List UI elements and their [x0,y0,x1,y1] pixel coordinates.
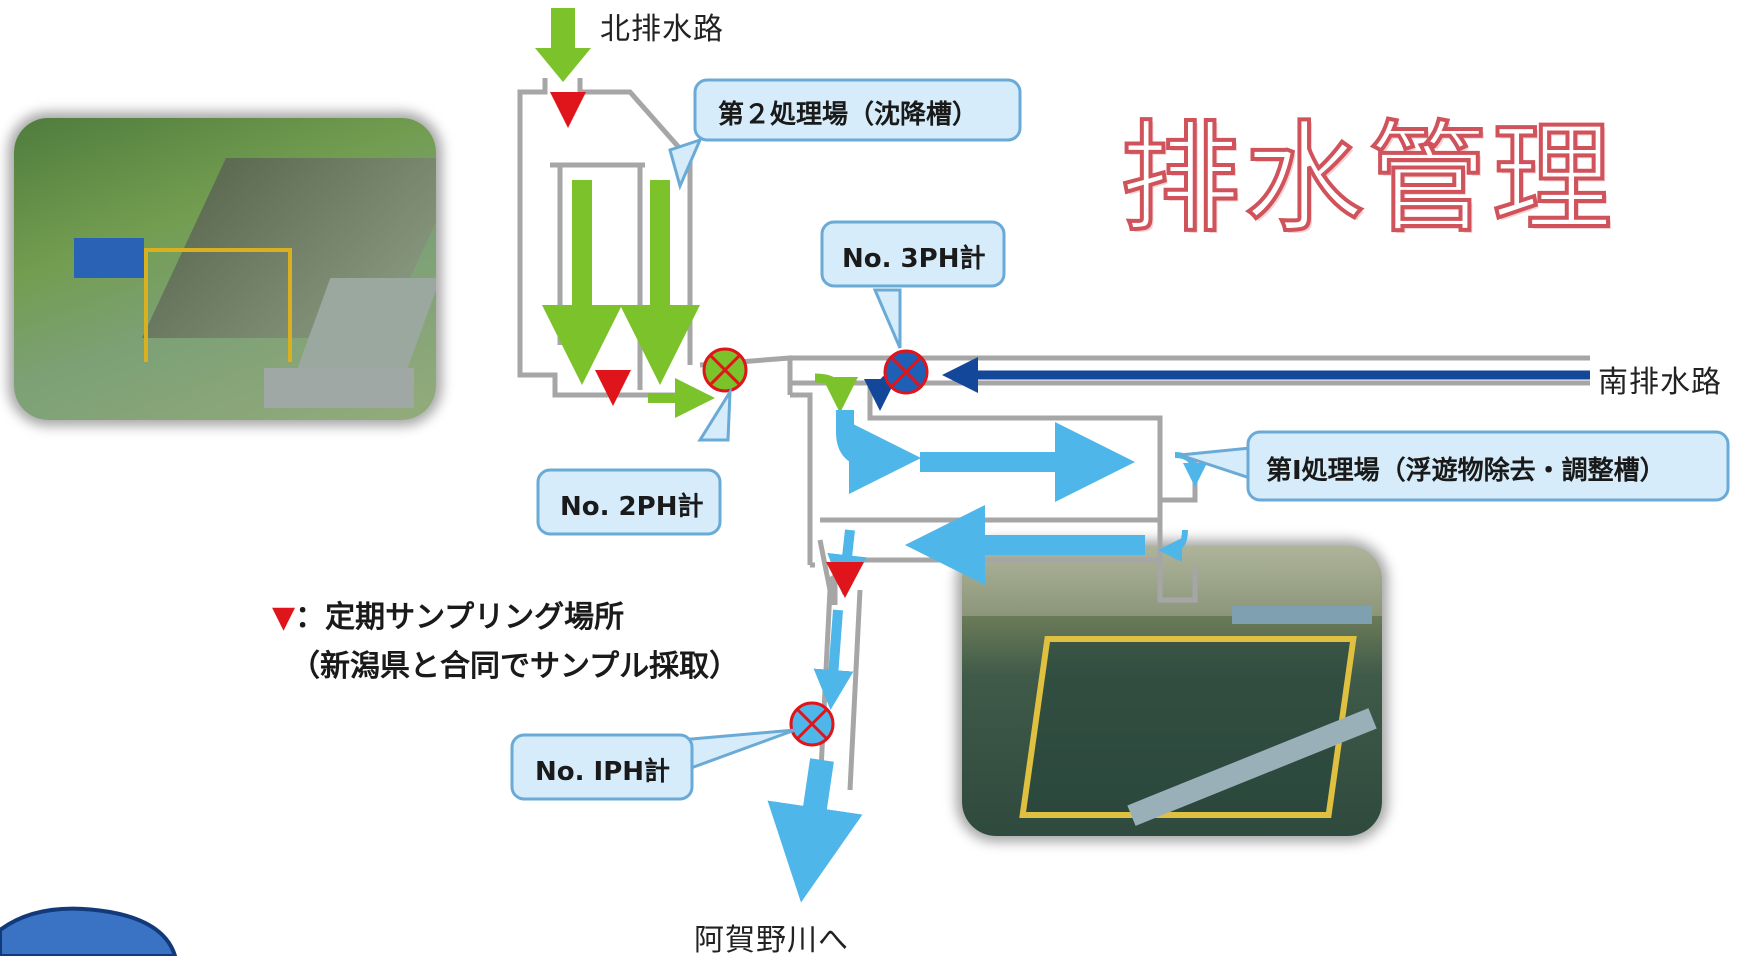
plant2-flow-arrows [542,180,858,418]
south-drain-label: 南排水路 [1598,365,1722,400]
ph3-callout-text: No. 3PH計 [842,244,986,274]
plant1-callout-text: 第I処理場（浮遊物除去・調整槽） [1266,456,1666,486]
callout-plant2 [668,78,1022,191]
ph-meter-2 [702,347,748,393]
page-title: 排水管理 [1118,110,1616,249]
sampling-markers [550,92,864,598]
ph-meter-1 [789,701,835,747]
plant1-flow-arrows [767,410,1207,903]
to-agano-label: 阿賀野川へ [694,923,849,958]
callout-ph3 [820,220,1006,349]
decorative-blob [0,906,178,956]
ph2-callout-text: No. 2PH計 [560,492,704,522]
legend-line-1-text: ：定期サンプリング場所 [295,600,625,635]
callout-ph2 [536,386,732,536]
sampling-marker-icon [595,370,631,406]
callout-ph1 [510,728,796,801]
legend-line-1: ▼：定期サンプリング場所 [272,592,624,636]
photo-plant2 [14,118,436,420]
sampling-marker-icon: ▼ [272,600,296,635]
north-inlet-arrow [535,8,591,82]
plant2-structure [517,78,700,398]
photo-plant1 [962,546,1382,836]
ph-meter-3 [883,349,929,395]
ph1-callout-text: No. IPH計 [535,757,671,787]
sampling-marker-icon [826,562,864,598]
callout-plant1 [1179,430,1730,502]
sampling-marker-icon [550,92,586,128]
plant2-callout-text: 第２処理場（沈降槽） [718,100,979,130]
north-drain-label: 北排水路 [600,12,724,47]
legend-line-2: （新潟県と合同でサンプル採取） [290,649,740,684]
